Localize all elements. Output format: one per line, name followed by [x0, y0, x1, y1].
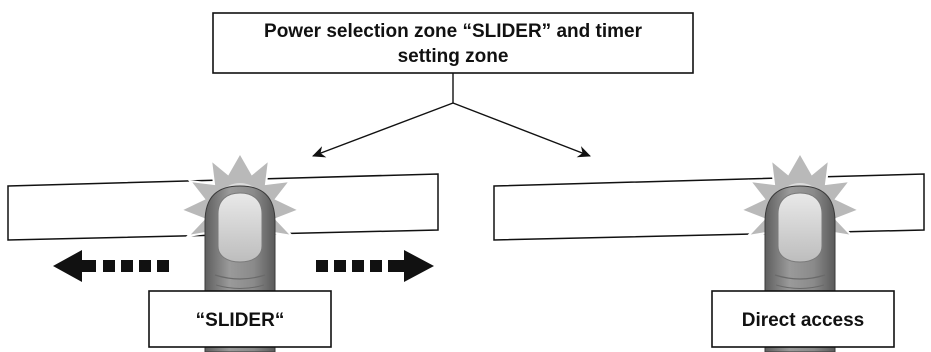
direct-access-strip	[493, 173, 925, 241]
slider-label: “SLIDER“	[196, 310, 285, 331]
direct-access-panel: Direct access	[493, 150, 925, 352]
arrow-left-icon	[53, 250, 169, 282]
connector-arrow-right	[452, 102, 591, 158]
direct-access-label-box: Direct access	[711, 290, 895, 348]
header-line-1: Power selection zone “SLIDER” and timer	[264, 21, 643, 42]
header-box: Power selection zone “SLIDER” and timer …	[212, 12, 694, 74]
arrow-right-icon	[316, 250, 434, 282]
direct-access-label: Direct access	[742, 310, 865, 331]
slider-label-box: “SLIDER“	[148, 290, 332, 348]
connector-lines	[312, 73, 591, 158]
connector-arrow-left	[312, 102, 454, 158]
header-line-2: setting zone	[398, 46, 509, 67]
slider-panel: “SLIDER“	[7, 150, 439, 352]
